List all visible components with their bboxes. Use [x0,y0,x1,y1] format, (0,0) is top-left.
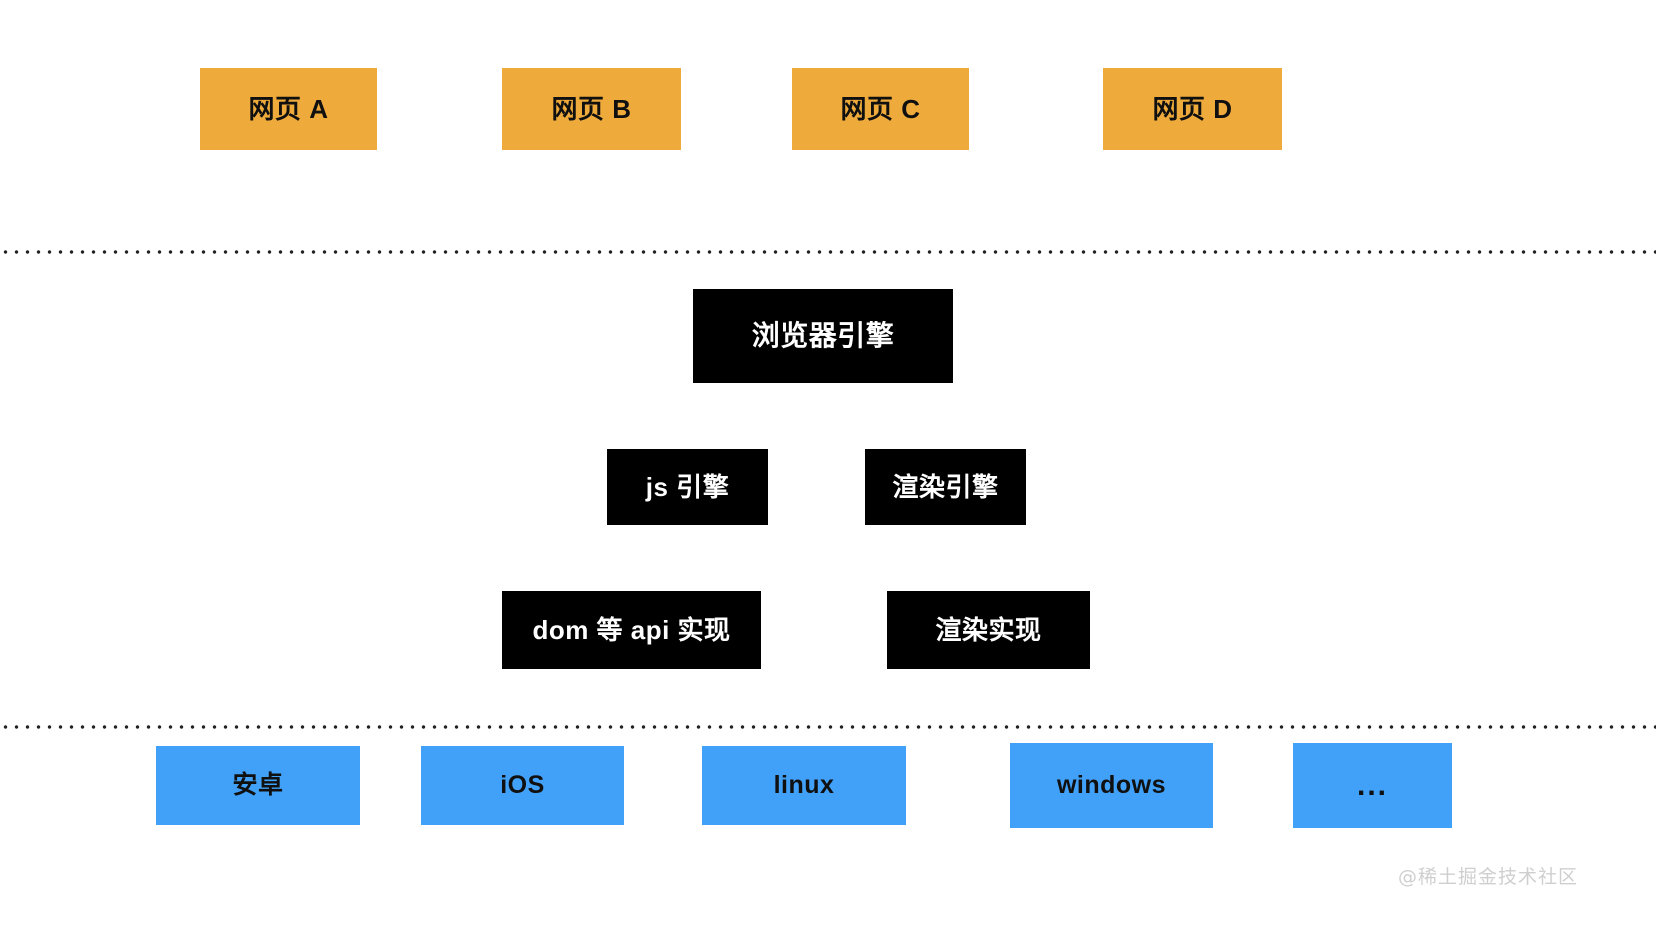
browser-engine-box-label: 浏览器引擎 [751,319,895,351]
browser-engine-box[interactable]: 浏览器引擎 [693,289,953,383]
web-page-box-b[interactable]: 网页 B [502,68,681,150]
render-impl-box-label: 渲染实现 [935,614,1042,645]
os-box-android[interactable]: 安卓 [156,746,360,825]
os-box-more[interactable]: ... [1293,743,1452,828]
dom-api-impl-box[interactable]: dom 等 api 实现 [502,591,761,669]
watermark: @稀土掘金技术社区 [1398,866,1579,888]
os-box-more-label: ... [1356,769,1388,802]
js-engine-box-label: js 引擎 [645,471,730,502]
web-page-box-d[interactable]: 网页 D [1103,68,1282,150]
web-page-box-d-label: 网页 D [1152,93,1233,124]
os-box-linux-label: linux [773,770,835,799]
render-impl-box[interactable]: 渲染实现 [887,591,1090,669]
os-box-windows-label: windows [1056,770,1167,799]
render-engine-box[interactable]: 渲染引擎 [865,449,1026,525]
render-engine-box-label: 渲染引擎 [892,471,999,502]
web-page-box-c[interactable]: 网页 C [792,68,969,150]
dom-api-impl-box-label: dom 等 api 实现 [532,614,731,645]
divider-bottom [0,725,1656,729]
os-box-windows[interactable]: windows [1010,743,1213,828]
web-page-box-c-label: 网页 C [840,93,921,124]
js-engine-box[interactable]: js 引擎 [607,449,768,525]
web-page-box-a-label: 网页 A [248,93,329,124]
os-box-android-label: 安卓 [232,770,284,799]
divider-top [0,250,1656,254]
os-box-linux[interactable]: linux [702,746,906,825]
os-box-ios-label: iOS [500,770,545,799]
os-box-ios[interactable]: iOS [421,746,624,825]
web-page-box-b-label: 网页 B [551,93,632,124]
web-page-box-a[interactable]: 网页 A [200,68,377,150]
